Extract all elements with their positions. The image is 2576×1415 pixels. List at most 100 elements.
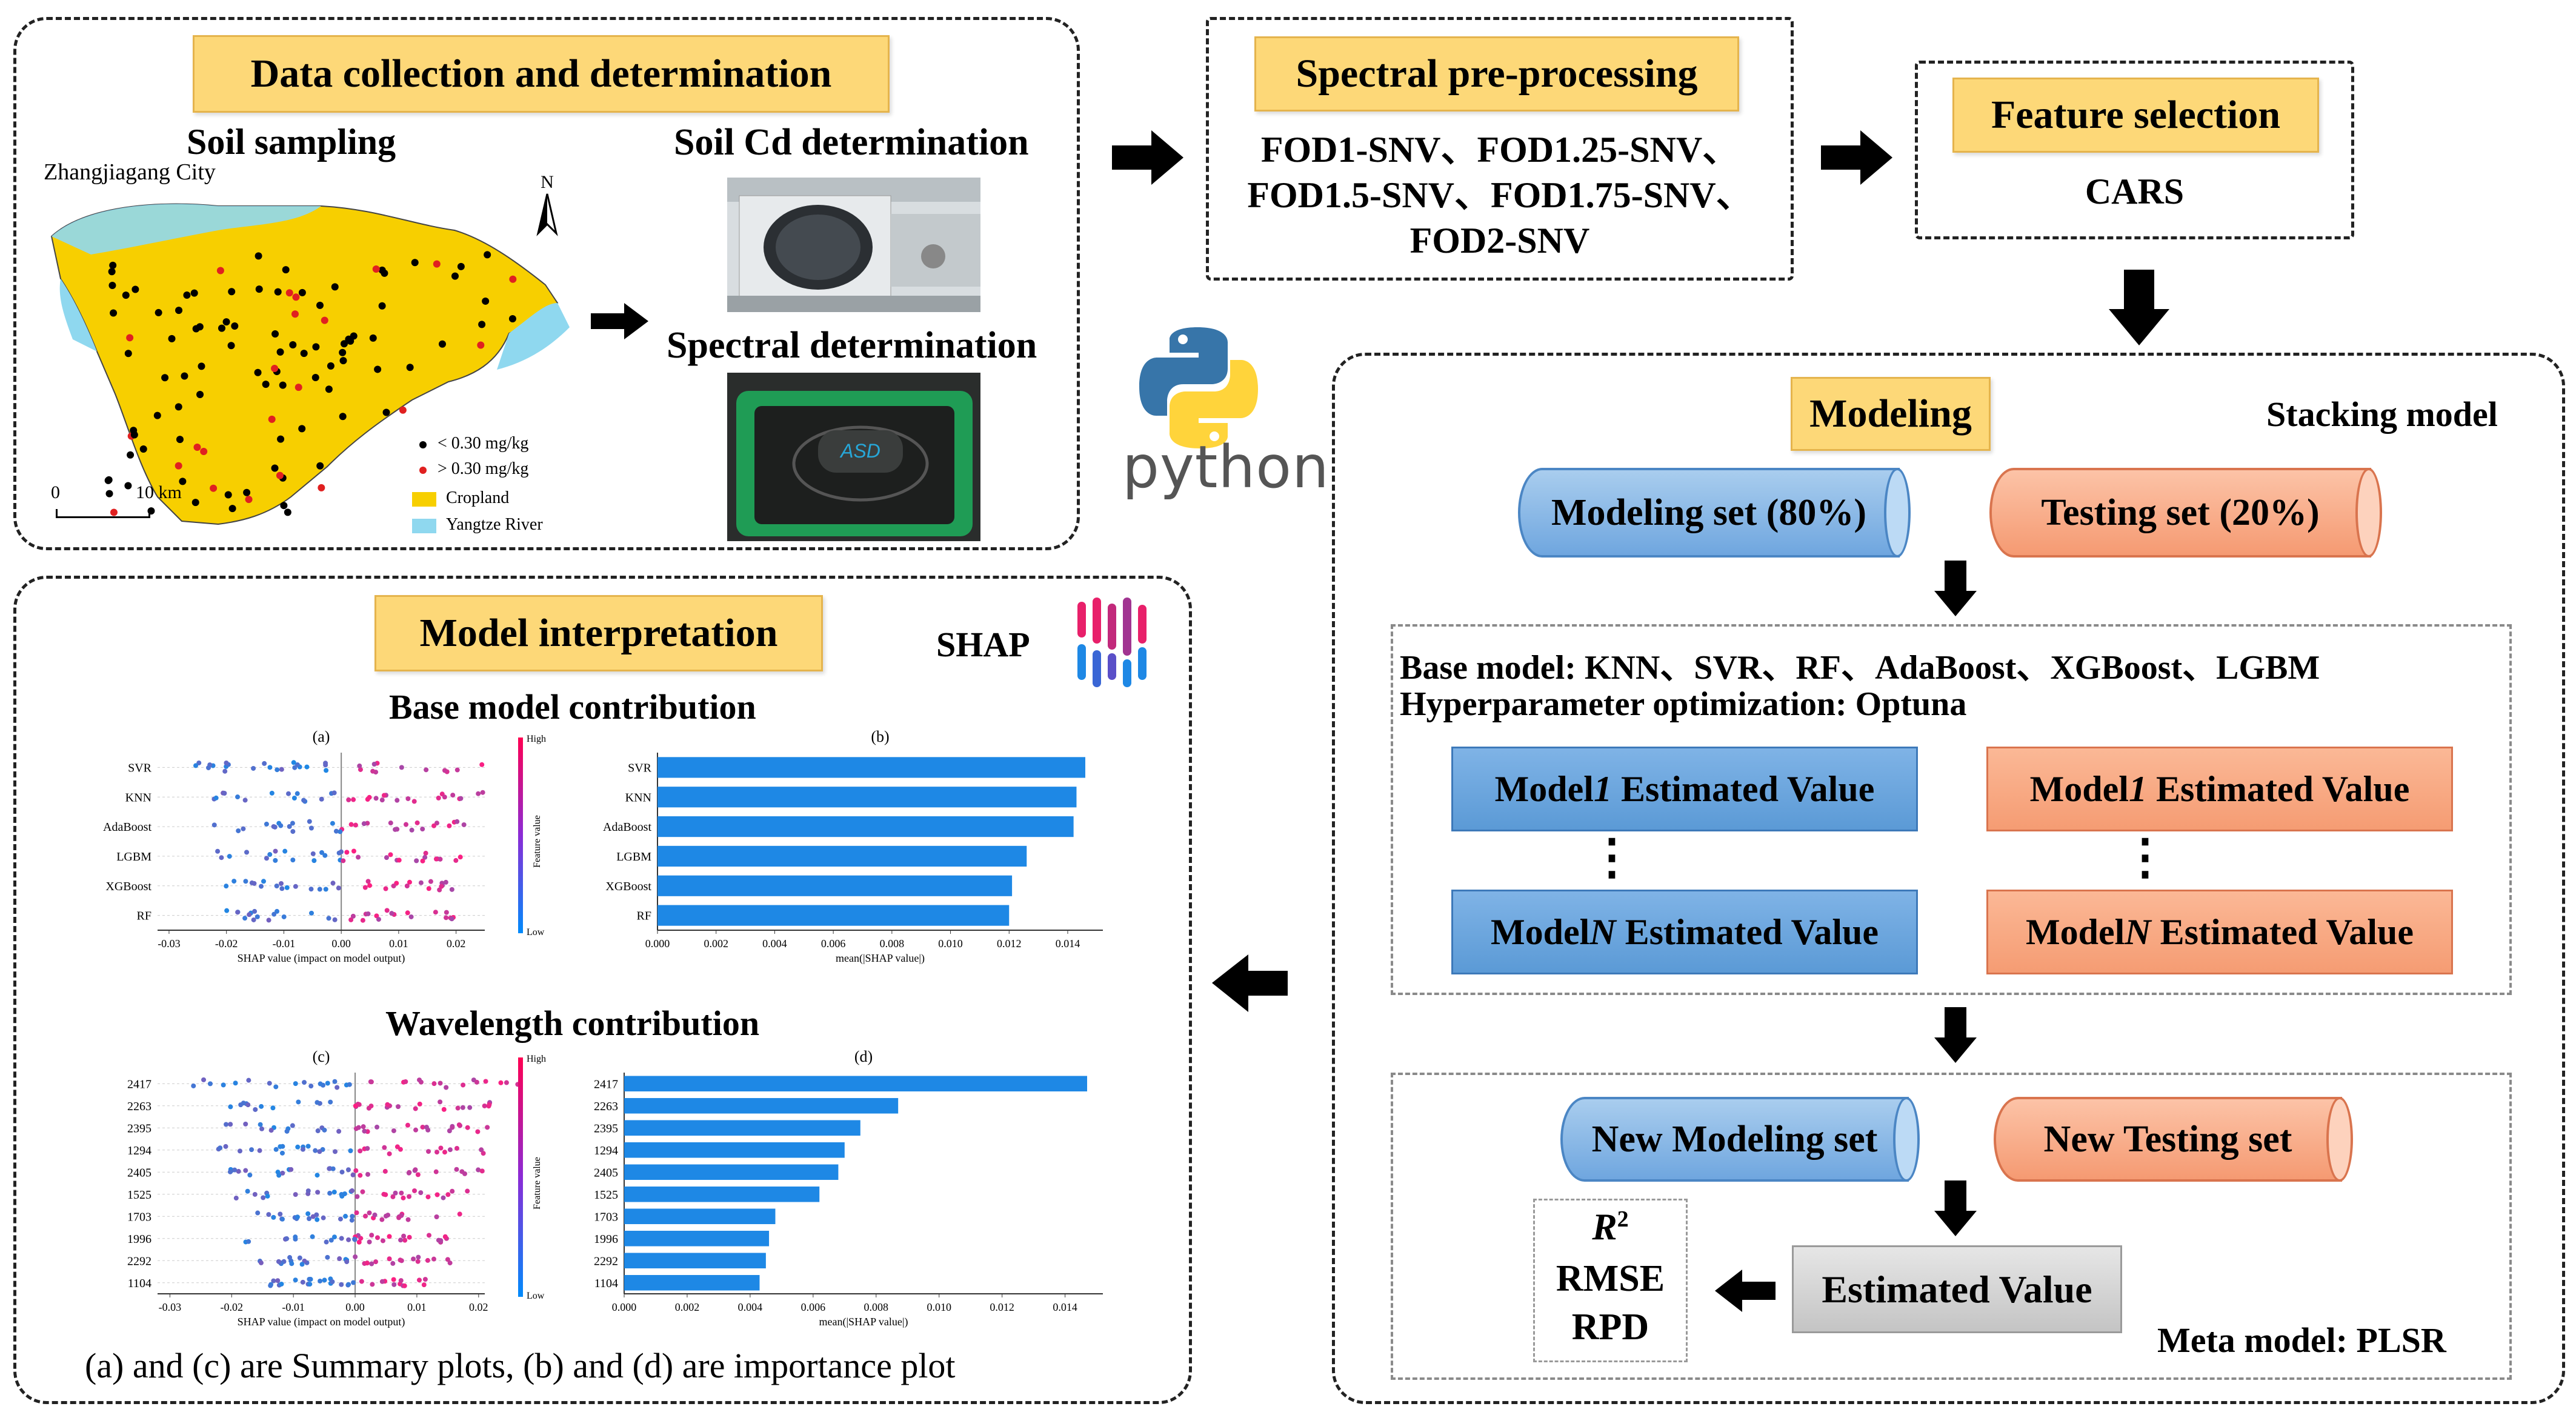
x-tick-label: 0.000 [645,937,670,950]
sample-point [218,324,225,332]
row-label: 1703 [127,1210,151,1224]
base-model-panel [1391,624,2512,995]
shap-point [323,761,328,766]
legend-cropland-swatch [412,492,436,507]
sample-point [295,384,302,391]
bar [624,1164,839,1180]
row-label: 1294 [127,1144,151,1157]
shap-point [479,1168,485,1174]
spectral-label: Spectral determination [667,325,1037,366]
bar-label: 2292 [594,1254,618,1268]
x-tick-label: 0.006 [821,937,846,950]
model-1-train-box: Model 1 Estimated Value [1451,747,1918,831]
shap-point [379,1279,385,1284]
x-tick-label: 0.02 [447,937,466,950]
shap-point [232,1167,238,1173]
shap-point [310,1234,315,1239]
shap-point [424,767,429,773]
shap-point [423,850,428,856]
row-label: RF [137,910,151,923]
shap-point [431,1081,437,1087]
bar [624,1208,776,1225]
shap-point [363,1213,368,1219]
shap-point [313,1148,318,1153]
row-label: 1996 [127,1233,151,1246]
shap-point [282,848,288,854]
row-label: 2417 [127,1077,151,1091]
shap-point [295,1214,300,1220]
shap-point [454,1145,459,1151]
shap-point [307,1276,312,1282]
preprocessing-line3: FOD2-SNV [1409,221,1590,261]
shap-point [318,1081,323,1087]
shap-point [296,1099,301,1105]
shap-point [383,1192,388,1197]
shap-point [273,1084,279,1090]
shap-point [353,1168,359,1173]
arrow-left-icon [1212,954,1288,1012]
shap-point [293,1277,298,1283]
shap-point [261,879,266,884]
shap-point [346,797,351,802]
x-tick-label: 0.00 [331,937,351,950]
shap-point [279,767,284,772]
sample-point [274,288,282,296]
asd-spectrometer-photo: ASD [727,373,980,541]
shap-point [374,1235,380,1240]
shap-point [324,768,329,773]
preprocessing-title: Spectral pre-processing [1254,36,1739,112]
bar [624,1076,1088,1092]
x-tick-label: -0.01 [273,937,296,950]
bar-label: SVR [628,761,652,774]
sample-point [124,482,132,490]
shap-point [193,763,199,768]
shap-point [352,1237,358,1242]
bar-label: AdaBoost [603,821,651,834]
shap-point [311,858,317,864]
shap-point [288,1167,294,1172]
shap-point [330,1279,335,1285]
shap-point [293,1234,298,1240]
sample-point [104,476,112,484]
shap-point [233,1080,238,1086]
sample-point [127,451,135,459]
bar-label: XGBoost [605,880,651,893]
preprocessing-methods: FOD1-SNV、FOD1.25-SNV、 FOD1.5-SNV、FOD1.75… [1206,127,1794,264]
shap-point [479,1147,484,1153]
shap-point [305,1188,311,1194]
shap-point [461,1082,466,1088]
shap-point [347,1082,352,1087]
sample-point [292,293,300,301]
shap-point [433,856,439,862]
x-tick-label: 0.002 [704,937,728,950]
shap-point [450,1188,455,1194]
shap-point [284,885,290,890]
shap-point [324,1239,329,1245]
sample-point [482,297,490,305]
feature-selection-title: Feature selection [1952,78,2319,153]
shap-point [345,1167,351,1173]
bar [657,845,1027,867]
arrow-down-icon [2109,270,2169,345]
shap-point [447,823,452,828]
shap-point [401,1195,406,1200]
shap-point [379,1217,385,1222]
shap-point [235,910,241,915]
shap-point [235,794,241,800]
bar-label: 1525 [594,1188,618,1202]
shap-point [442,1234,448,1239]
arrow-down-icon [1934,1180,1977,1236]
shap-point [390,1260,396,1266]
shap-point [387,1151,392,1156]
panel-label: (d) [854,1048,873,1065]
sample-point [339,357,347,365]
shap-point [360,917,365,923]
shap-point [462,1171,467,1176]
shap-point [315,1173,320,1178]
sample-point [109,261,117,269]
shap-point [405,1122,410,1128]
hyper-label: Hyperparameter optimization: Optuna [1400,685,1967,723]
shap-point [372,1212,378,1217]
shap-point [249,1147,255,1153]
importance-plot-d: (d)2417226323951294240515251703199622921… [594,1048,1103,1328]
